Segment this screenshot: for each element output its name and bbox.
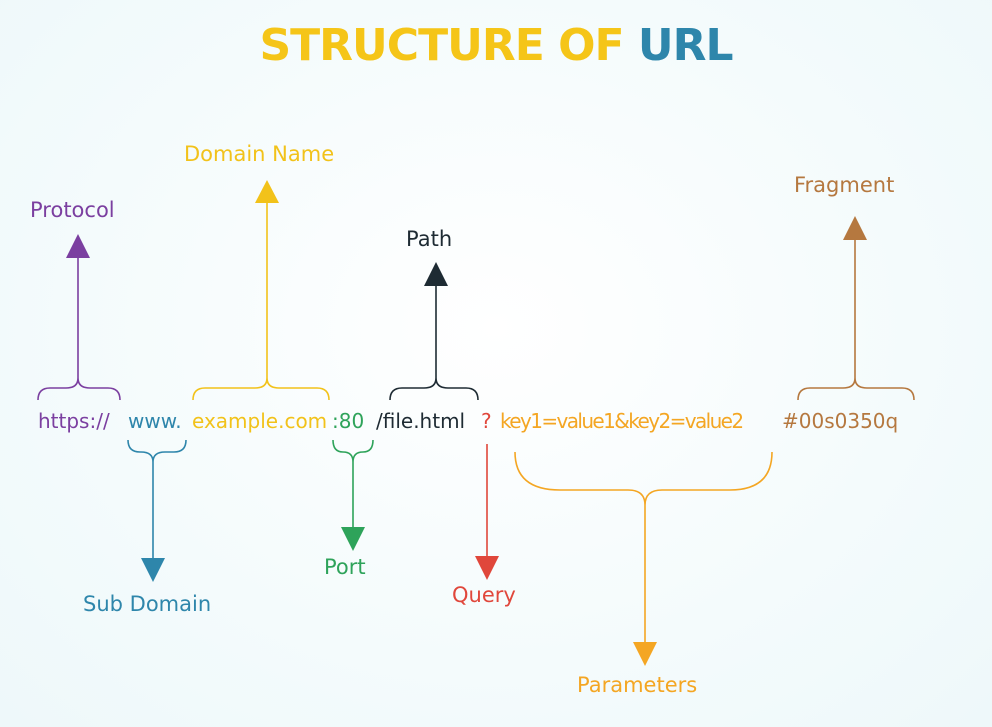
query-arrow-icon <box>475 556 499 580</box>
protocol-label: Protocol <box>30 198 115 222</box>
port-label: Port <box>324 555 366 579</box>
parameters-arrow-icon <box>633 642 657 666</box>
parameters-label: Parameters <box>577 673 698 697</box>
fragment-label: Fragment <box>794 173 895 197</box>
domain-arrow-icon <box>255 180 279 203</box>
url-fragment: #00s0350q <box>782 409 899 433</box>
path-label: Path <box>406 227 453 251</box>
title-word-url: URL <box>637 20 734 71</box>
parameters-connector <box>514 451 773 642</box>
path-connector <box>389 286 479 401</box>
url-parameters: key1=value1&key2=value2 <box>500 409 744 433</box>
domain-name-label: Domain Name <box>184 142 335 166</box>
path-arrow-icon <box>424 262 448 286</box>
query-label: Query <box>452 583 516 607</box>
url-domain: example.com <box>192 409 328 433</box>
sub-domain-label: Sub Domain <box>83 592 212 616</box>
url-query-mark: ? <box>481 409 492 433</box>
fragment-arrow-icon <box>843 216 867 240</box>
port-arrow-icon <box>341 527 365 551</box>
title-word-structure: STRUCTURE OF <box>259 20 624 71</box>
protocol-arrow-icon <box>66 234 90 258</box>
domain-connector <box>192 203 330 401</box>
url-path: /file.html <box>376 409 466 433</box>
diagram-title: STRUCTURE OF URL <box>0 20 992 71</box>
protocol-connector <box>37 258 121 401</box>
subdomain-arrow-icon <box>141 558 165 582</box>
subdomain-connector <box>127 439 187 558</box>
url-protocol: https:// <box>38 409 110 433</box>
url-port: :80 <box>332 409 365 433</box>
port-connector <box>332 439 374 527</box>
url-subdomain: www. <box>128 409 182 433</box>
fragment-connector <box>797 240 915 401</box>
